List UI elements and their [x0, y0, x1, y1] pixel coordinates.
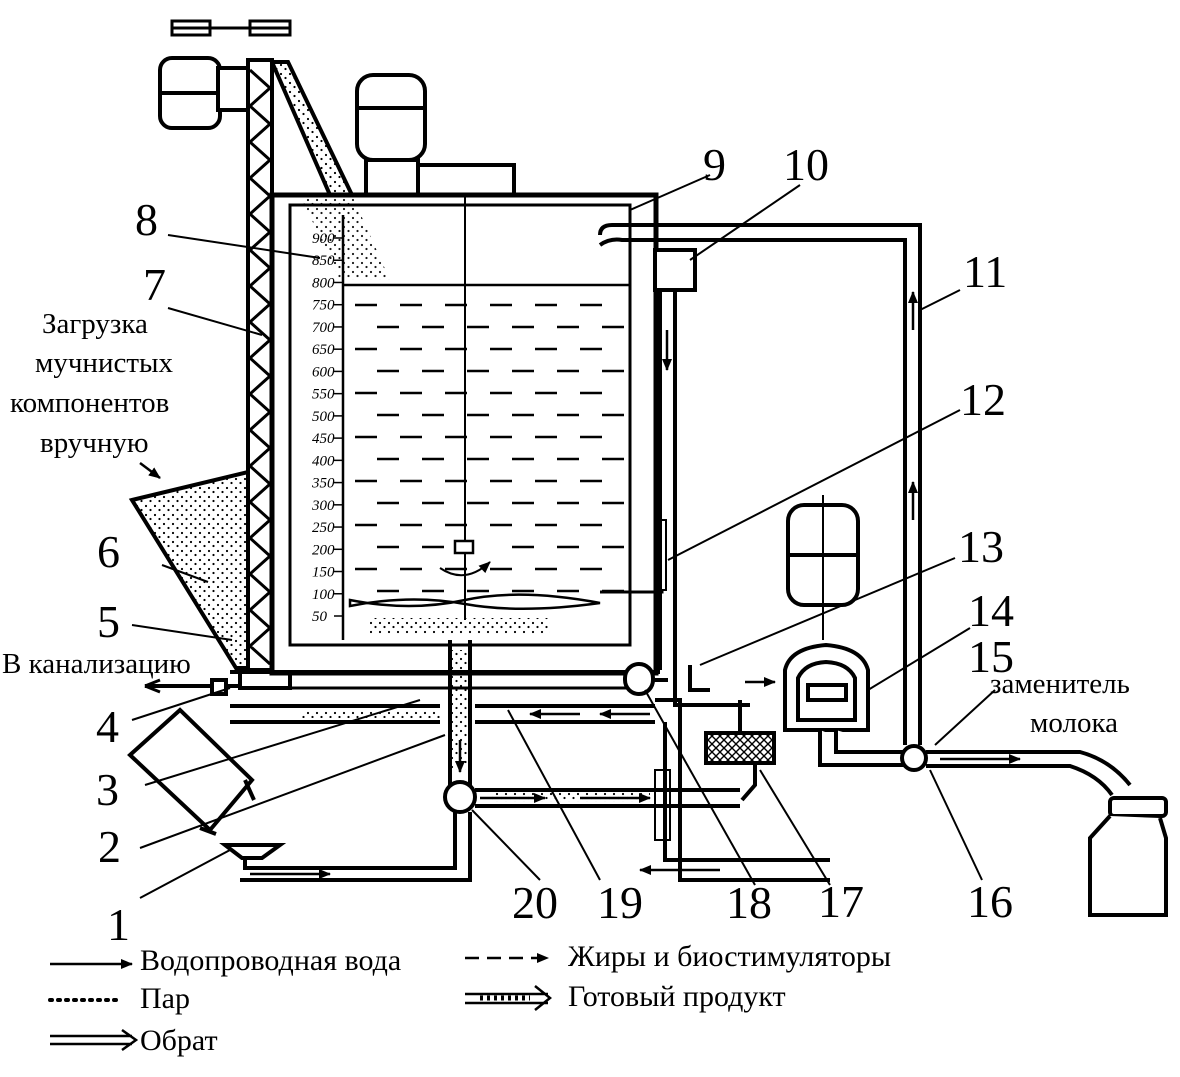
label-10: 10 — [783, 139, 829, 190]
replacer-label-line-2: молока — [1030, 707, 1118, 739]
drain-label: В канализацию — [2, 648, 191, 680]
label-16: 16 — [967, 876, 1013, 927]
outlet-piping — [219, 640, 830, 882]
replacer-label-line-1: заменитель — [990, 668, 1130, 700]
emulsifier-motor — [786, 495, 860, 640]
label-3: 3 — [96, 764, 119, 815]
scale-tick-label: 900 — [312, 231, 335, 247]
scale-tick-label: 250 — [312, 520, 335, 536]
screw-conveyor — [246, 58, 390, 672]
legend-steam: Пар — [140, 982, 190, 1015]
scale-tick-label: 400 — [312, 453, 335, 469]
leader-lines — [131, 174, 996, 899]
label-12: 12 — [960, 374, 1006, 425]
product-output — [900, 744, 1132, 797]
label-8: 8 — [135, 194, 158, 245]
fan-icon — [170, 19, 292, 37]
steam-flow — [300, 650, 650, 802]
scale-tick-label: 350 — [311, 476, 335, 492]
label-17: 17 — [818, 876, 864, 927]
label-13: 13 — [958, 521, 1004, 572]
loading-label-line-4: вручную — [40, 427, 149, 459]
milk-replacer-bag — [127, 707, 256, 836]
flow-arrows — [139, 291, 1021, 879]
mixing-tank — [269, 192, 667, 676]
scale-tick-label: 650 — [312, 342, 335, 358]
scale-tick-label: 100 — [312, 587, 335, 603]
scale-tick-label: 300 — [311, 498, 335, 514]
label-18: 18 — [726, 877, 772, 928]
scale-tick-label: 600 — [312, 364, 335, 380]
loading-label-line-2: мучнистых — [35, 347, 174, 379]
scale-tick-label: 500 — [312, 409, 335, 425]
legend: Водопроводная вода Пар Обрат Жиры и биос… — [48, 940, 891, 1057]
legend-fats: Жиры и биостимуляторы — [568, 940, 891, 973]
milk-churn — [1088, 796, 1168, 917]
mixer-motor — [355, 73, 516, 197]
level-scale: 900 850 800 750 700 650 600 550 500 450 400 350 300 2… — [311, 231, 343, 625]
skim-milk-swatch — [50, 1028, 139, 1052]
text-labels: Загрузка мучнистых компонентов вручную В… — [2, 308, 1130, 739]
label-7: 7 — [143, 259, 166, 310]
legend-product: Готовый продукт — [568, 980, 786, 1013]
label-19: 19 — [597, 877, 643, 928]
legend-skim-milk: Обрат — [140, 1024, 218, 1057]
label-4: 4 — [96, 701, 119, 752]
label-1: 1 — [107, 899, 130, 950]
label-5: 5 — [97, 596, 120, 647]
label-2: 2 — [98, 821, 121, 872]
label-6: 6 — [97, 526, 120, 577]
scale-tick-label: 550 — [312, 387, 335, 403]
scale-tick-label: 200 — [312, 542, 335, 558]
label-9: 9 — [703, 139, 726, 190]
legend-tap-water: Водопроводная вода — [140, 944, 401, 977]
product-swatch — [465, 985, 553, 1011]
loading-label-line-1: Загрузка — [42, 308, 148, 340]
scale-tick-label: 800 — [312, 275, 335, 291]
scale-tick-label: 850 — [312, 253, 335, 269]
scale-tick-label: 700 — [312, 320, 335, 336]
label-20: 20 — [512, 877, 558, 928]
scale-tick-label: 450 — [312, 431, 335, 447]
part-numbers: 1 2 3 4 5 6 7 8 9 10 11 12 13 14 15 16 1… — [96, 139, 1014, 950]
label-14: 14 — [968, 585, 1014, 636]
loading-label-line-3: компонентов — [10, 387, 169, 419]
tank-base — [144, 670, 660, 696]
conveyor-motor — [158, 56, 254, 130]
scale-tick-label: 750 — [312, 298, 335, 314]
filter — [704, 731, 776, 765]
flour-hopper — [128, 469, 250, 670]
label-11: 11 — [963, 246, 1007, 297]
scale-tick-label: 50 — [312, 609, 328, 625]
circulation-loop — [598, 223, 922, 745]
emulsifier — [783, 642, 910, 767]
label-15: 15 — [968, 631, 1014, 682]
scale-tick-label: 150 — [312, 565, 335, 581]
